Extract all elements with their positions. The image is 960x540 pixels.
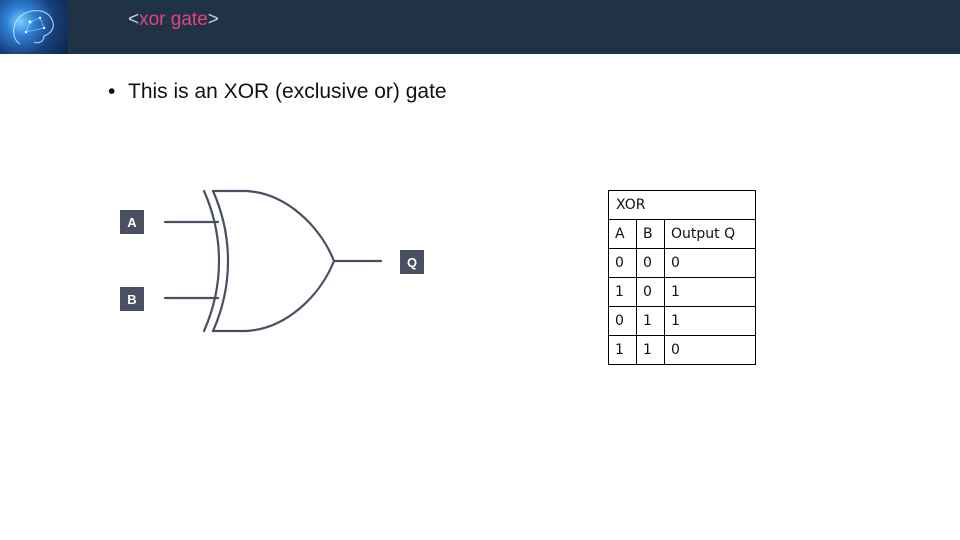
cell-a: 1 [608,277,637,307]
cell-a: 0 [608,306,637,336]
brain-logo-icon [0,0,68,54]
bullet-text: This is an XOR (exclusive or) gate [128,80,447,103]
table-row: 0 1 1 [608,306,756,336]
cell-output: 0 [664,335,756,365]
table-caption: XOR [608,190,756,220]
title-open-bracket: < [128,9,140,30]
bullet-marker: • [108,80,116,103]
cell-output: 1 [664,277,756,307]
input-b-label: B [120,287,144,311]
page-title: <xor gate> [128,9,219,31]
cell-b: 1 [636,335,665,365]
header-bar: <xor gate> [0,0,960,54]
cell-b: 0 [636,248,665,278]
gate-body [211,189,336,333]
xor-input-curve [202,189,221,333]
truth-table: XOR A B Output Q 0 0 0 1 0 1 0 1 1 1 1 0 [608,190,756,365]
table-caption-row: XOR [608,190,756,220]
title-close-bracket: > [207,9,219,30]
cell-b: 0 [636,277,665,307]
cell-output: 1 [664,306,756,336]
table-row: 0 0 0 [608,248,756,278]
cell-b: 1 [636,306,665,336]
column-header-a: A [608,219,637,249]
table-row: 1 0 1 [608,277,756,307]
input-a-label: A [120,210,144,234]
gate-back-curve [211,189,230,333]
bullet-point: • This is an XOR (exclusive or) gate [108,80,447,104]
table-header-row: A B Output Q [608,219,756,249]
output-q-label: Q [400,250,424,274]
cell-a: 0 [608,248,637,278]
title-text: xor gate [139,9,208,30]
table-row: 1 1 0 [608,335,756,365]
column-header-b: B [636,219,665,249]
column-header-output: Output Q [664,219,756,249]
cell-output: 0 [664,248,756,278]
cell-a: 1 [608,335,637,365]
